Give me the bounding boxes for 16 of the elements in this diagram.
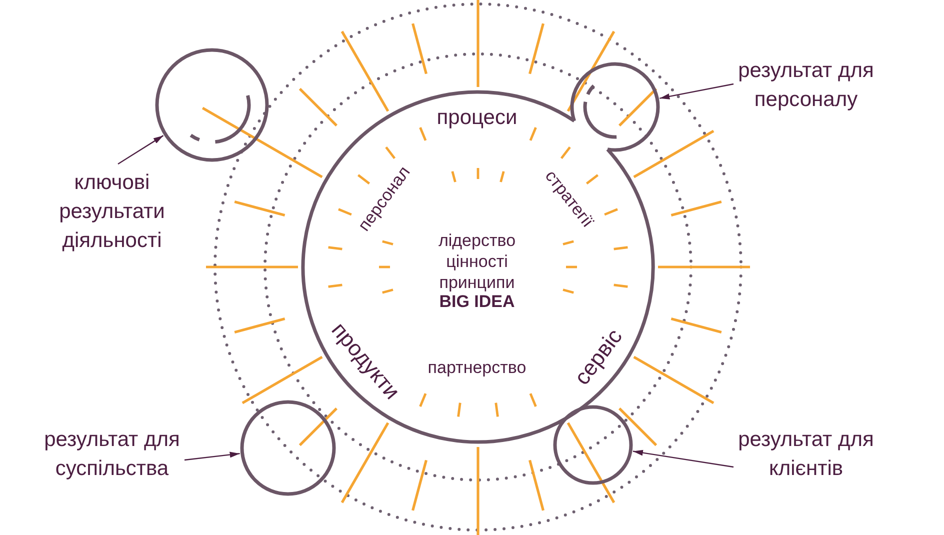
ring-label: процеси bbox=[436, 104, 518, 130]
empty-circle bbox=[153, 46, 271, 164]
callout-text: результат для суспільства bbox=[44, 427, 180, 482]
callout-text: ключові результати діяльності bbox=[58, 170, 166, 254]
arrow bbox=[632, 450, 734, 468]
callout-text: результат для персоналу bbox=[738, 58, 874, 113]
inner-label: партнерство bbox=[427, 358, 527, 378]
arrow bbox=[118, 135, 164, 164]
center-title: BIG IDEA bbox=[438, 292, 516, 312]
empty-circle bbox=[568, 60, 662, 154]
empty-circle bbox=[238, 398, 338, 498]
empty-circle bbox=[551, 403, 635, 487]
arrow bbox=[184, 452, 240, 461]
callout-text: результат для клієнтів bbox=[738, 427, 874, 482]
center-text: лідерство цінності принципи bbox=[438, 230, 516, 292]
arrow bbox=[660, 83, 734, 100]
